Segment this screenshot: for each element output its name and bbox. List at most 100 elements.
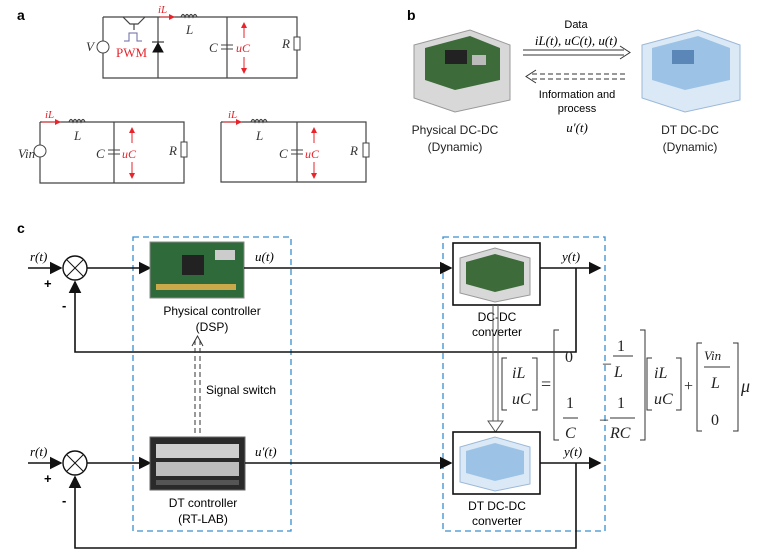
current-label: iL <box>45 109 54 121</box>
plus-sign-top: + <box>44 276 52 291</box>
source-label: V <box>86 39 96 54</box>
dcdc-image <box>459 247 531 303</box>
inductor-label: L <box>255 128 263 143</box>
on-state-circuit: Vin iL L C uC R <box>18 109 188 184</box>
svg-text:=: = <box>541 374 551 394</box>
input-zero: 0 <box>711 412 719 429</box>
dt-dcdc-block-sublabel: converter <box>472 514 522 528</box>
summing-junction-bottom <box>62 450 88 476</box>
feedback-line-bottom <box>68 463 577 549</box>
plus-sign-bottom: + <box>44 471 52 486</box>
physical-controller-label: Physical controller <box>163 304 260 318</box>
svg-text:–: – <box>602 355 612 372</box>
state-uc: uC <box>654 391 673 408</box>
physical-dcdc-label: Physical DC-DC <box>412 123 499 137</box>
physical-controller-image <box>149 241 245 299</box>
bracket <box>553 329 646 441</box>
voltage-label: uC <box>122 147 137 161</box>
matrix-a12-den: L <box>613 364 623 381</box>
capacitor-icon <box>291 149 303 155</box>
bracket <box>501 357 538 411</box>
matrix-a21-num: 1 <box>566 395 574 412</box>
info-label-1: Information and <box>539 89 615 101</box>
dt-dcdc-image <box>641 29 741 113</box>
reference-label-bottom: r(t) <box>30 444 47 459</box>
resistor-icon <box>293 36 301 51</box>
dt-controller-image <box>149 436 246 491</box>
dcdc-sublabel: converter <box>472 325 522 339</box>
output-label-bottom: y(t) <box>562 444 582 459</box>
capacitor-label: C <box>96 146 105 161</box>
signal-switch-label: Signal switch <box>206 383 276 397</box>
state-derivative-il: iL <box>512 365 525 382</box>
control-signal-bottom-label: u′(t) <box>255 444 277 459</box>
inductor-label: L <box>185 22 193 37</box>
controller-group-box <box>132 236 292 532</box>
capacitor-label: C <box>209 40 218 55</box>
information-arrow <box>525 69 628 84</box>
off-state-circuit: iL L C uC R <box>220 109 370 183</box>
data-arrow <box>523 45 631 60</box>
bracket <box>646 357 682 411</box>
state-il: iL <box>654 365 667 382</box>
transistor-icon <box>122 16 146 30</box>
bracket <box>696 342 739 432</box>
resistor-label: R <box>349 143 358 158</box>
voltage-label: uC <box>236 41 251 55</box>
input-vin: Vin <box>704 348 721 363</box>
minus-sign-bottom: - <box>62 493 66 508</box>
summing-junction-top <box>62 255 88 281</box>
info-signal-label: u′(t) <box>566 120 588 135</box>
dt-dcdc-block-image <box>459 436 531 492</box>
matrix-a11: 0 <box>565 349 573 366</box>
dt-dcdc-block-label: DT DC-DC <box>468 499 526 513</box>
capacitor-icon <box>221 44 233 50</box>
inductor-icon <box>68 118 86 124</box>
dt-controller-label: DT controller <box>169 496 237 510</box>
signal-switch-arrow[interactable] <box>194 340 201 435</box>
physical-controller-sublabel: (DSP) <box>196 320 229 334</box>
panel-label-a: a <box>17 7 25 23</box>
panel-label-c: c <box>17 220 25 236</box>
data-signals-label: iL(t), uC(t), u(t) <box>535 33 617 48</box>
info-label-2: process <box>558 103 597 115</box>
resistor-label: R <box>281 36 290 51</box>
physical-dcdc-sublabel: (Dynamic) <box>428 140 483 154</box>
current-label: iL <box>158 4 167 16</box>
minus-sign-top: - <box>62 298 66 313</box>
inductor-icon <box>180 13 198 19</box>
diode-icon <box>152 41 164 53</box>
pwm-label: PWM <box>116 45 148 60</box>
dt-dcdc-sublabel: (Dynamic) <box>663 140 718 154</box>
converter-group-box <box>442 236 606 532</box>
voltage-source-icon <box>33 144 47 158</box>
source-label: Vin <box>18 146 35 161</box>
dt-dcdc-label: DT DC-DC <box>661 123 719 137</box>
buck-converter-circuit: V PWM iL L C uC R <box>86 4 301 79</box>
input-mu: μ <box>740 376 750 396</box>
capacitor-label: C <box>279 146 288 161</box>
pwm-pulse-icon <box>124 32 142 42</box>
inductor-label: L <box>73 128 81 143</box>
sync-arrow <box>487 305 504 433</box>
state-derivative-uc: uC <box>512 391 531 408</box>
svg-text:+: + <box>684 378 693 395</box>
output-label-top: y(t) <box>560 249 580 264</box>
physical-dcdc-image <box>413 29 511 113</box>
input-l: L <box>710 375 720 392</box>
state-space-equation: iL uC = 0 – 1 L 1 C – 1 RC iL uC + Vin L… <box>501 329 750 442</box>
matrix-a12-num: 1 <box>617 338 625 355</box>
reference-label-top: r(t) <box>30 249 47 264</box>
resistor-icon <box>180 141 188 158</box>
voltage-label: uC <box>305 147 320 161</box>
svg-text:–: – <box>599 411 609 428</box>
dt-controller-sublabel: (RT-LAB) <box>178 512 228 526</box>
current-label: iL <box>228 109 237 121</box>
dcdc-label: DC-DC <box>478 310 517 324</box>
matrix-a22-den: RC <box>609 425 631 442</box>
control-signal-top-label: u(t) <box>255 249 274 264</box>
data-label: Data <box>564 19 588 31</box>
voltage-source-icon <box>96 40 110 54</box>
matrix-a22-num: 1 <box>617 395 625 412</box>
